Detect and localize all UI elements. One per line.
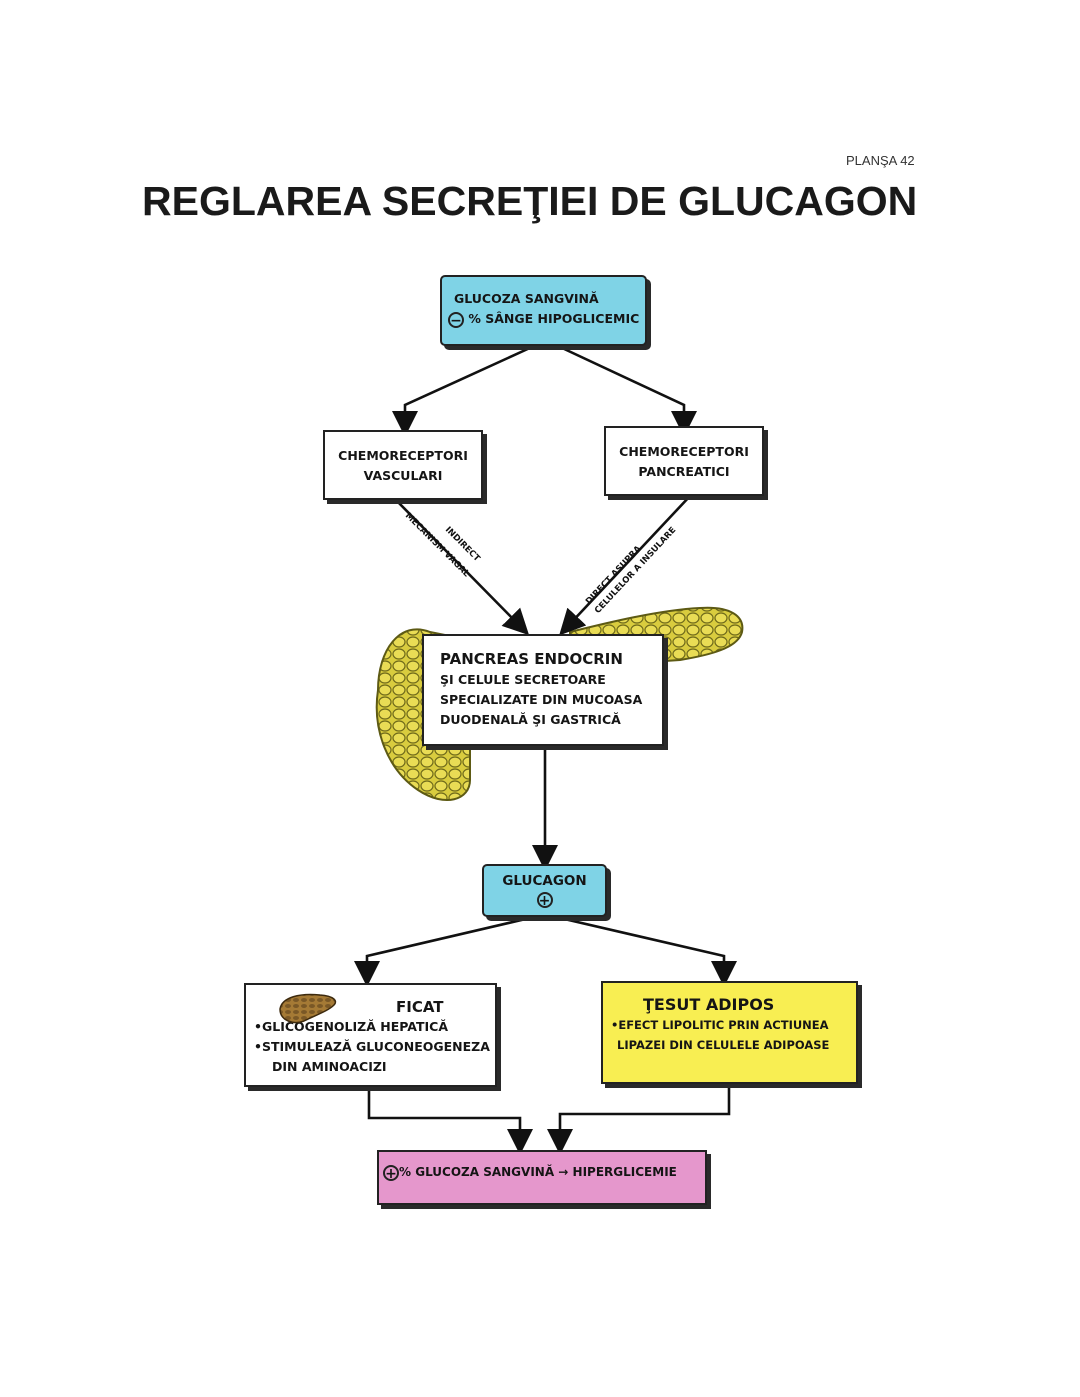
pancreas-title: PANCREAS ENDOCRIN xyxy=(440,650,623,668)
liver-bullet3: DIN AMINOACIZI xyxy=(272,1059,387,1074)
pancreatic-chemoreceptors-box: CHEMORECEPTORI PANCREATICI xyxy=(604,426,764,496)
plus-sign-icon: + xyxy=(536,892,553,908)
blood-glucose-high-label: GLUCOZA SANGVINĂ xyxy=(415,1165,555,1179)
pancreas-line2: ŞI CELULE SECRETOARE xyxy=(440,672,606,687)
glucagon-label: GLUCAGON xyxy=(502,873,587,889)
arrow-right-icon: → xyxy=(558,1165,569,1179)
vascular-chemoreceptors-line2: VASCULARI xyxy=(363,468,443,483)
hyperglycemia-box: +% GLUCOZA SANGVINĂ → HIPERGLICEMIE xyxy=(377,1150,707,1205)
page-title: REGLAREA SECREŢIEI DE GLUCAGON xyxy=(142,178,918,224)
pancreas-line3: SPECIALIZATE DIN MUCOASA xyxy=(440,692,643,707)
vascular-chemoreceptors-box: CHEMORECEPTORI VASCULARI xyxy=(323,430,483,500)
liver-box: FICAT •GLICOGENOLIZĂ HEPATICĂ •STIMULEAZ… xyxy=(244,983,497,1087)
glucagon-box: GLUCAGON + xyxy=(482,864,607,917)
liver-bullet1: •GLICOGENOLIZĂ HEPATICĂ xyxy=(254,1019,449,1034)
liver-icon xyxy=(279,993,337,1024)
blood-glucose-label: GLUCOZA SANGVINĂ xyxy=(454,291,599,306)
adipose-line2: LIPAZEI DIN CELULELE ADIPOASE xyxy=(617,1038,830,1052)
hypoglycemic-label: % SÂNGE HIPOGLICEMIC xyxy=(468,311,640,326)
pancreas-line4: DUODENALĂ ŞI GASTRICĂ xyxy=(440,712,621,727)
liver-title: FICAT xyxy=(396,998,444,1016)
endocrine-pancreas-box: PANCREAS ENDOCRIN ŞI CELULE SECRETOARE S… xyxy=(422,634,664,746)
pancreatic-chemoreceptors-line1: CHEMORECEPTORI xyxy=(619,444,749,459)
adipose-tissue-box: ŢESUT ADIPOS •EFECT LIPOLITIC PRIN ACTIU… xyxy=(601,981,858,1084)
minus-sign-icon: − xyxy=(448,311,464,328)
pancreatic-chemoreceptors-line2: PANCREATICI xyxy=(638,464,730,479)
adipose-title: ŢESUT ADIPOS xyxy=(643,995,775,1014)
plate-label: PLANŞA 42 xyxy=(846,153,915,168)
plus-sign-icon: + xyxy=(383,1164,399,1181)
percent-label: % xyxy=(399,1165,412,1179)
blood-glucose-low-box: GLUCOZA SANGVINĂ − % SÂNGE HIPOGLICEMIC xyxy=(440,275,647,346)
hyperglycemia-label: HIPERGLICEMIE xyxy=(572,1165,677,1179)
liver-bullet2: •STIMULEAZĂ GLUCONEOGENEZA xyxy=(254,1039,490,1054)
adipose-line1: •EFECT LIPOLITIC PRIN ACTIUNEA xyxy=(611,1018,829,1032)
vascular-chemoreceptors-line1: CHEMORECEPTORI xyxy=(338,448,468,463)
